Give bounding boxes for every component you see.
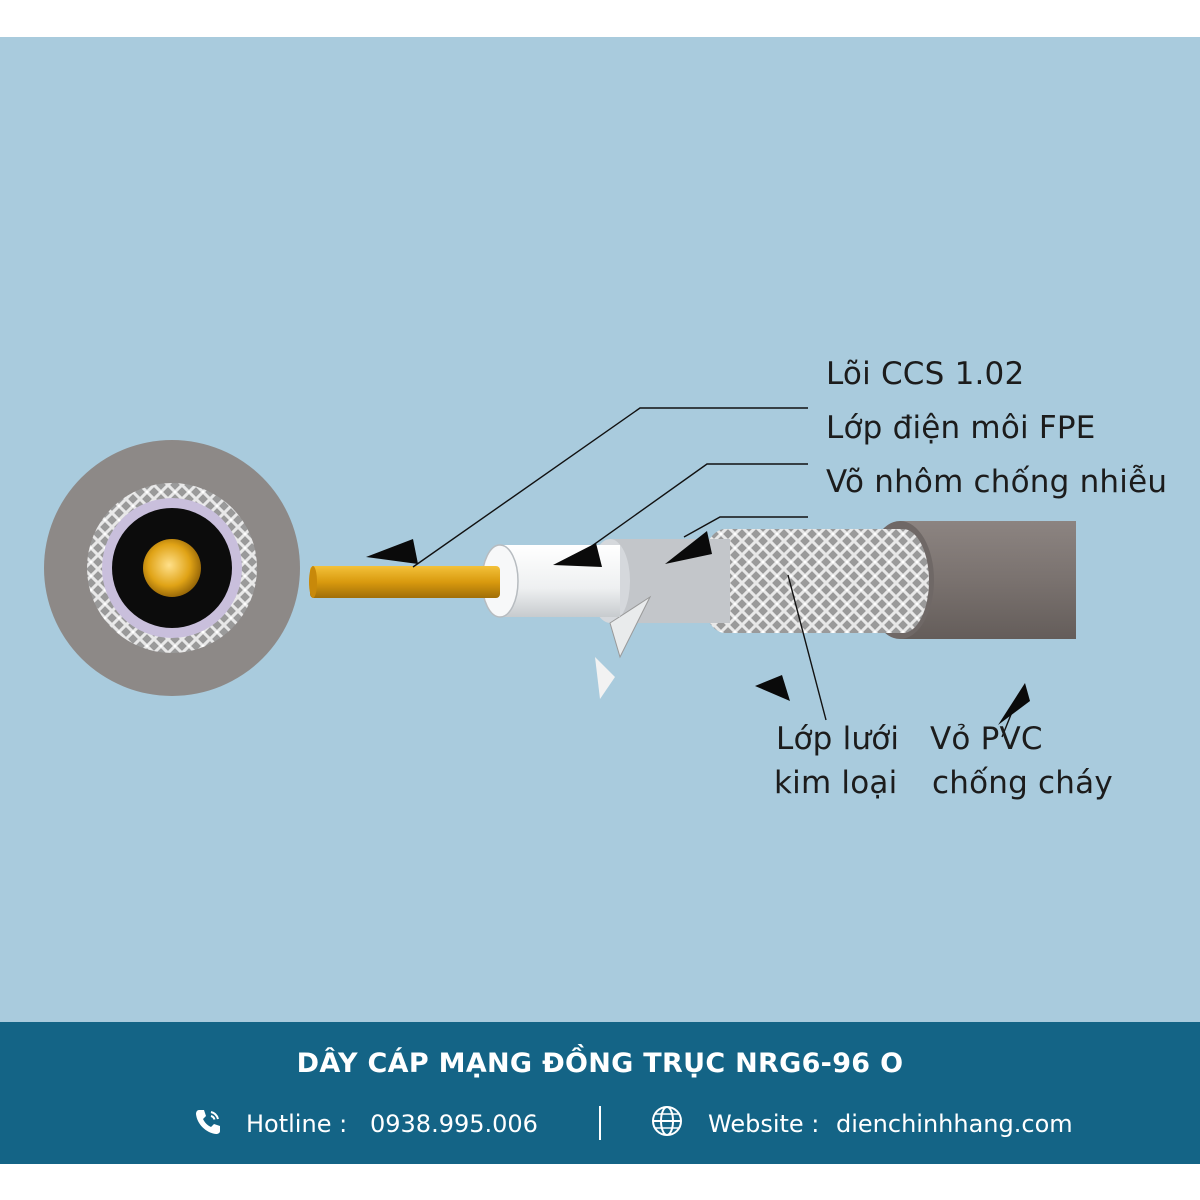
arrowheads xyxy=(366,531,1030,725)
label-core: Lõi CCS 1.02 xyxy=(826,356,1025,392)
dielectric-segment xyxy=(500,545,620,617)
globe-icon xyxy=(650,1104,684,1144)
core-wire xyxy=(310,566,500,598)
cross-section xyxy=(44,440,300,696)
label-dielectric: Lớp điện môi FPE xyxy=(826,410,1096,446)
label-braid-line1: Lớp lưới xyxy=(776,721,900,757)
hotline-label: Hotline : xyxy=(246,1110,348,1138)
footer-banner: DÂY CÁP MẠNG ĐỒNG TRỤC NRG6-96 O Hotline… xyxy=(0,1022,1200,1164)
cable-illustration xyxy=(44,407,1076,738)
phone-icon xyxy=(192,1106,224,1144)
website-label: Website : xyxy=(708,1110,820,1138)
product-title: DÂY CÁP MẠNG ĐỒNG TRỤC NRG6-96 O xyxy=(296,1048,904,1079)
label-jacket-line2: chống cháy xyxy=(932,765,1113,801)
bottom-margin xyxy=(0,1164,1200,1200)
label-braid-line2: kim loại xyxy=(774,765,898,801)
hotline-number[interactable]: 0938.995.006 xyxy=(370,1110,538,1138)
footer-divider xyxy=(599,1106,601,1140)
core-end xyxy=(143,539,201,597)
website-link[interactable]: dienchinhhang.com xyxy=(836,1110,1073,1138)
coax-cable-diagram: Lõi CCS 1.02 Lớp điện môi FPE Võ nhôm ch… xyxy=(0,37,1200,1022)
cable-side-view xyxy=(309,521,1076,699)
leader-lines xyxy=(412,407,1015,738)
braid-segment xyxy=(725,529,903,633)
label-foil: Võ nhôm chống nhiễu xyxy=(826,464,1168,500)
label-jacket-line1: Vỏ PVC xyxy=(930,721,1043,757)
